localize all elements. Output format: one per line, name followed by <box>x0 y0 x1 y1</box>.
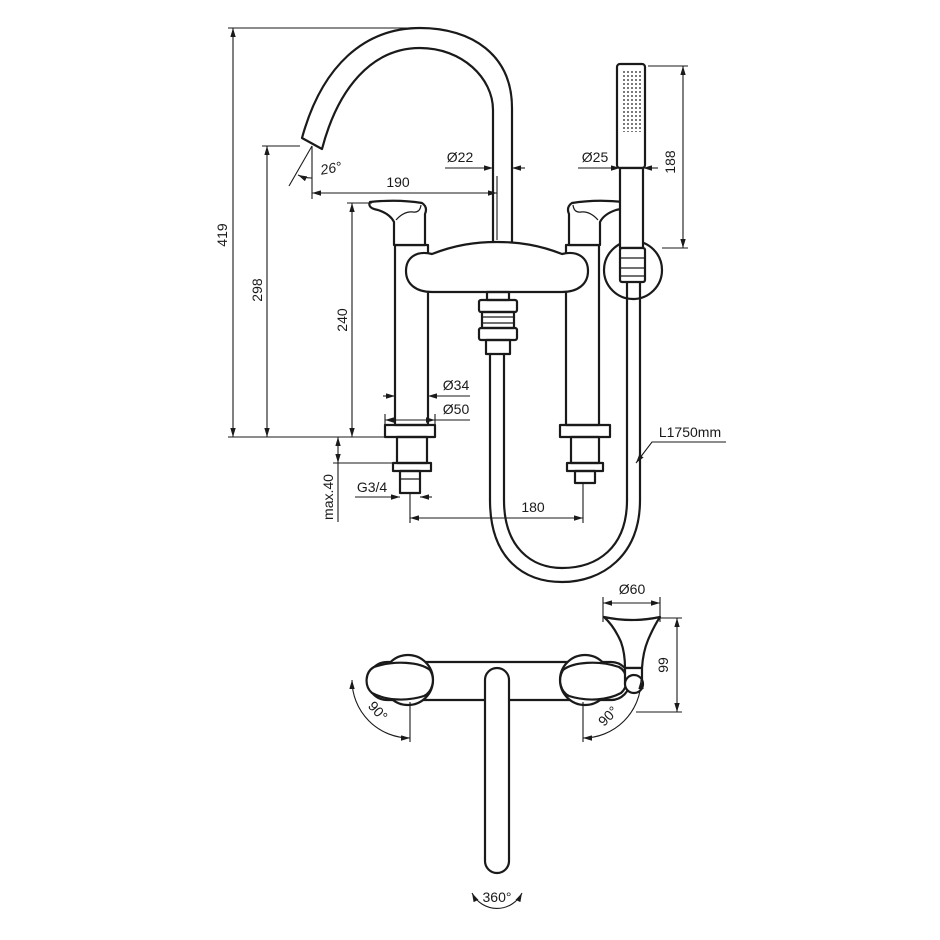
left-fixing <box>383 423 437 495</box>
hand-shower <box>602 62 664 301</box>
plan-right-lever <box>559 661 628 701</box>
label-total-height: 419 <box>214 223 230 247</box>
label-spout-reach: 190 <box>386 174 410 190</box>
plan-left-lever <box>365 661 434 701</box>
label-handshower-length: 188 <box>662 150 678 174</box>
label-right-lever-rotation: 90° <box>595 703 621 729</box>
label-holder-height: 99 <box>655 657 671 673</box>
shower-hose <box>488 280 642 584</box>
left-handle <box>368 199 428 247</box>
bridge-body <box>404 240 590 294</box>
label-spout-rotation: 360° <box>483 889 512 905</box>
plan-spout <box>483 666 511 875</box>
label-centres: 180 <box>521 499 545 515</box>
right-fixing <box>558 423 612 485</box>
hose-connector <box>477 290 519 356</box>
label-handshower-diameter: Ø25 <box>582 149 609 165</box>
label-holder-diameter: Ø60 <box>619 581 646 597</box>
label-riser-diameter: Ø34 <box>443 377 470 393</box>
dimension-lines <box>228 27 726 909</box>
label-hose-length: L1750mm <box>659 424 721 440</box>
spray-nozzles <box>622 70 642 132</box>
right-handle <box>566 199 626 247</box>
label-spout-outlet-height: 298 <box>249 278 265 302</box>
label-connection-thread: G3/4 <box>357 479 388 495</box>
label-handle-height: 240 <box>334 308 350 332</box>
label-flange-diameter: Ø50 <box>443 401 470 417</box>
spout <box>300 26 514 252</box>
plan-view <box>365 615 662 875</box>
label-max-deck-thickness: max.40 <box>320 474 336 520</box>
front-elevation <box>300 26 664 584</box>
label-spout-angle: 26° <box>318 158 343 178</box>
label-spout-diameter: Ø22 <box>447 149 474 165</box>
